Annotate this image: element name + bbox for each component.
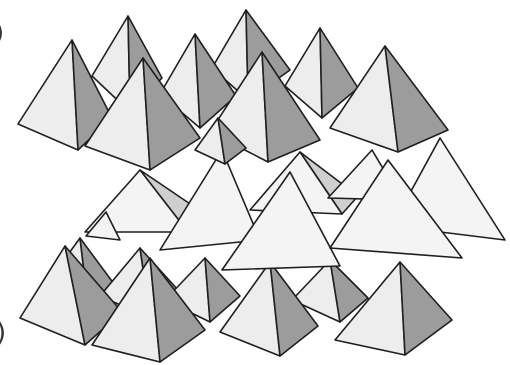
upper-tetrahedra-layer — [18, 10, 448, 170]
left-edge-paren-fragment-top: ) — [0, 18, 4, 48]
lower-tetrahedron — [220, 262, 318, 356]
upper-tetrahedron-light-face — [18, 40, 78, 150]
left-edge-paren-fragment: ) — [0, 318, 6, 348]
lower-tetrahedron-dark-face — [400, 262, 452, 355]
upper-tetrahedron — [330, 46, 448, 152]
